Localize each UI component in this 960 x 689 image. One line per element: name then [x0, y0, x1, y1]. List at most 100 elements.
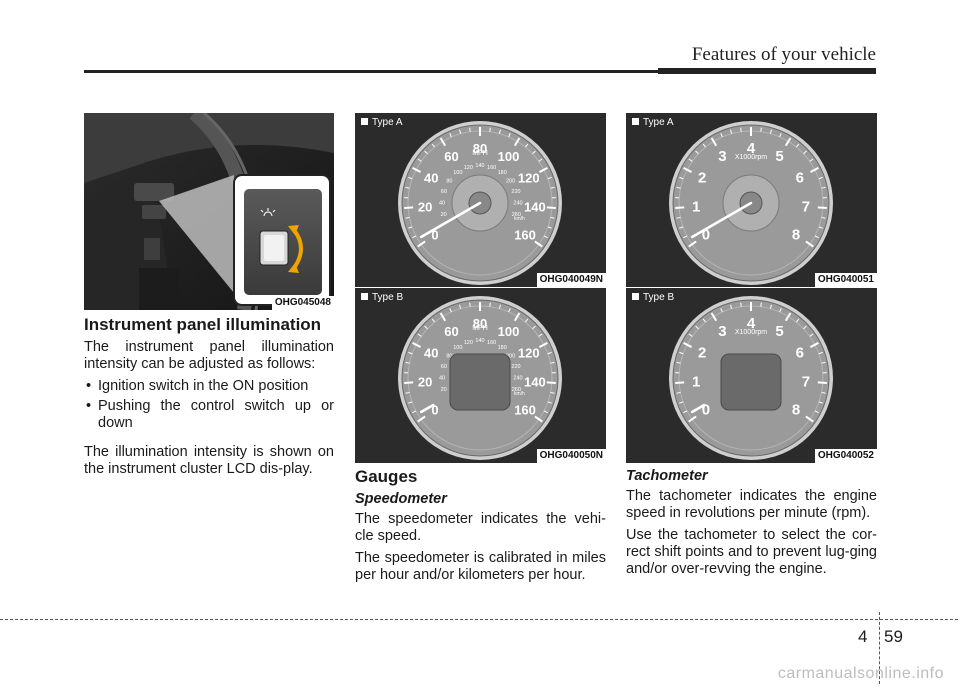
- minor-tick: [498, 129, 501, 134]
- minor-tick: [408, 226, 413, 229]
- minor-tick: [683, 410, 688, 414]
- gauge-inner-label: 120: [464, 165, 473, 171]
- gauge-inner-label: 200: [506, 353, 515, 359]
- gauge-label: 3: [718, 148, 726, 165]
- gauge-needle: [419, 201, 482, 239]
- gauge-label: 2: [698, 345, 706, 362]
- minor-tick: [818, 401, 823, 404]
- bullet-square: [361, 293, 368, 300]
- major-tick: [417, 240, 426, 248]
- gauge-inner-label: 120: [464, 340, 473, 346]
- minor-tick: [688, 333, 693, 337]
- gauge-label: 20: [418, 375, 432, 390]
- minor-tick: [547, 401, 552, 404]
- minor-tick: [814, 410, 819, 414]
- gauge-label: 8: [792, 227, 800, 244]
- minor-tick: [779, 133, 782, 138]
- minor-tick: [498, 304, 501, 309]
- gauge-unit: MPH: [472, 325, 488, 332]
- minor-tick: [720, 308, 723, 313]
- bullet-square: [361, 118, 368, 125]
- header-rule: [84, 70, 876, 73]
- minor-tick: [424, 150, 428, 155]
- minor-tick: [679, 176, 684, 180]
- minor-tick: [769, 129, 772, 134]
- page-number: 59: [884, 627, 903, 646]
- type-label-text: Type B: [372, 292, 404, 303]
- minor-tick: [538, 333, 543, 337]
- gauge-label: 140: [524, 375, 546, 390]
- minor-tick: [740, 302, 742, 307]
- type-label: Type A: [632, 117, 674, 129]
- gauge-label: 160: [514, 228, 536, 243]
- minor-tick: [538, 158, 543, 162]
- subheading-tachometer: Tachometer: [626, 468, 708, 484]
- gauge-label: 100: [498, 149, 520, 164]
- minor-tick: [449, 308, 452, 313]
- major-tick: [809, 342, 819, 348]
- major-tick: [546, 381, 556, 384]
- bullet-square: [632, 293, 639, 300]
- minor-tick: [695, 150, 699, 155]
- minor-tick: [676, 391, 681, 394]
- gauge-label: 4: [747, 315, 756, 332]
- minor-tick: [818, 176, 823, 180]
- major-tick: [683, 342, 693, 348]
- minor-tick: [405, 391, 410, 394]
- gauge-label: 160: [514, 403, 536, 418]
- major-tick: [546, 206, 556, 209]
- major-tick: [683, 167, 693, 173]
- gauge-inner-label: 60: [441, 189, 447, 195]
- paragraph-note: The illumination intensity is shown on t…: [84, 444, 334, 477]
- type-label: Type B: [632, 292, 674, 304]
- gauge-inner-label: 240: [513, 201, 522, 207]
- minor-tick: [818, 226, 823, 229]
- major-tick: [710, 312, 718, 322]
- minor-tick: [408, 401, 413, 404]
- left-column: Instrument panel illumination The instru…: [84, 316, 334, 483]
- minor-tick: [449, 133, 452, 138]
- minor-tick: [809, 333, 814, 337]
- minor-tick: [795, 318, 800, 323]
- gauge-label: 6: [796, 345, 804, 362]
- gauge-inner-label: 200: [506, 178, 515, 184]
- gauge-label: 8: [792, 402, 800, 419]
- gauge-inner-label: 20: [441, 212, 447, 218]
- minor-tick: [431, 143, 436, 148]
- figure-id: OHG040051: [814, 273, 877, 287]
- gauge-label: 7: [802, 374, 810, 391]
- major-tick: [439, 137, 447, 147]
- gauge-label: 0: [431, 403, 438, 418]
- gauge-label: 120: [518, 171, 540, 186]
- major-tick: [417, 415, 426, 423]
- minor-tick: [489, 302, 491, 307]
- minor-tick: [769, 304, 772, 309]
- major-tick: [404, 206, 414, 209]
- type-label: Type A: [361, 117, 403, 129]
- gauge-inner-label: 60: [441, 364, 447, 370]
- gauge-inner-label: 160: [487, 165, 496, 171]
- major-tick: [710, 137, 718, 147]
- footer-divider: [879, 612, 880, 684]
- minor-tick: [795, 143, 800, 148]
- gauge-label: 20: [418, 200, 432, 215]
- header-rule-accent: [658, 68, 876, 74]
- major-tick: [513, 312, 521, 322]
- minor-tick: [730, 129, 733, 134]
- minor-tick: [532, 325, 536, 330]
- section-heading-illumination: Instrument panel illumination: [84, 315, 322, 334]
- major-tick: [817, 206, 827, 209]
- gauge-unit: MPH: [472, 150, 488, 157]
- major-tick: [513, 137, 521, 147]
- paragraph-tach-1: The tachometer indicates the engine spee…: [626, 488, 877, 521]
- major-tick: [817, 381, 827, 384]
- minor-tick: [695, 325, 699, 330]
- minor-tick: [405, 361, 410, 364]
- minor-tick: [679, 226, 684, 229]
- minor-tick: [547, 351, 552, 355]
- paragraph-intro: The instrument panel illumination intens…: [84, 339, 334, 372]
- gauge-inner-label: 180: [498, 170, 507, 176]
- major-tick: [675, 206, 685, 209]
